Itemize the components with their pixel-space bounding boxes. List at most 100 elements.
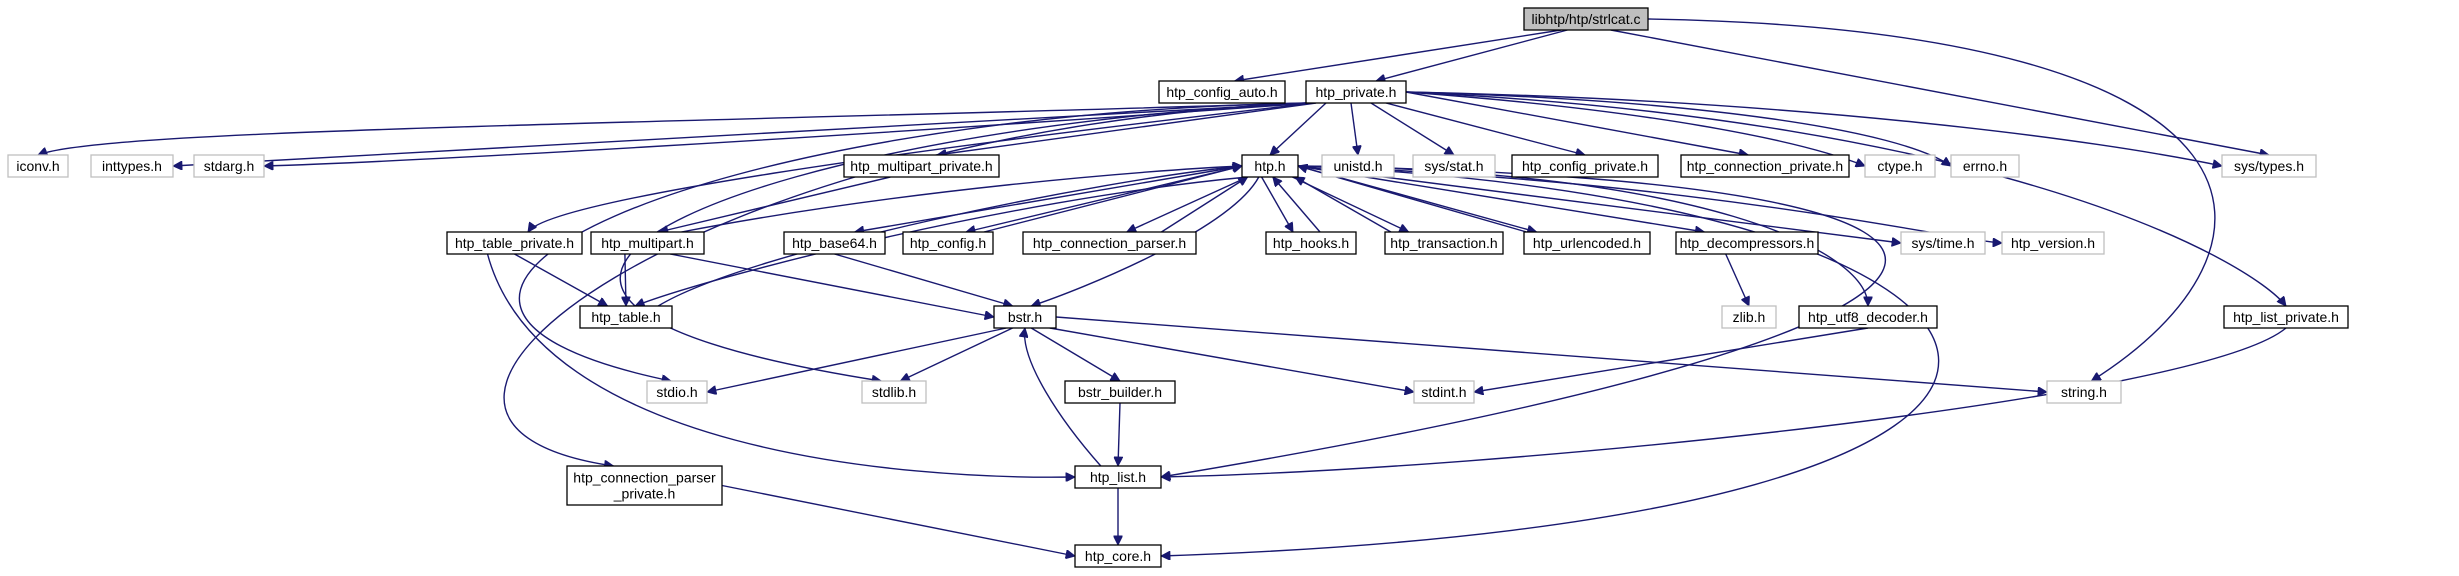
node-label-htp-connection-parser-private-line-1: htp_connection_parser [573,470,716,486]
edge-htp_hooks-to-htp_h [1273,177,1321,233]
node-htp-private[interactable]: htp_private.h [1305,80,1407,104]
node-htp-table[interactable]: htp_table.h [579,305,673,329]
node-htp-utf8-decoder[interactable]: htp_utf8_decoder.h [1798,305,1938,329]
node-label-stdlib: stdlib.h [872,384,916,400]
node-label-ctype: ctype.h [1877,158,1922,174]
node-label-htp-utf8-decoder: htp_utf8_decoder.h [1808,309,1928,325]
node-htp-connection-parser[interactable]: htp_connection_parser.h [1022,231,1197,255]
node-box-stdint [1413,380,1475,404]
node-label-htp-h: htp.h [1254,158,1285,174]
edge-htp_private-to-htp_config_private [1385,102,1585,155]
edge-bstr-to-string [1055,316,2047,392]
edge-htp_private-to-sys_stat [1370,102,1454,156]
node-htp-hooks[interactable]: htp_hooks.h [1265,231,1357,255]
node-htp-config[interactable]: htp_config.h [902,231,994,255]
node-htp-table-private[interactable]: htp_table_private.h [446,231,583,255]
node-box-htp-config-auto [1158,80,1286,104]
node-ctype: ctype.h [1864,154,1936,178]
node-label-htp-config: htp_config.h [910,235,986,251]
node-zlib: zlib.h [1721,305,1777,329]
node-box-htp-version [2001,231,2105,255]
edge-htp_private-to-htp_list_private [1405,91,2286,306]
node-box-htp-table [579,305,673,329]
edge-bstr-to-stdlib [900,327,1013,381]
node-label-sys-types: sys/types.h [2234,158,2304,174]
node-box-sys-types [2221,154,2317,178]
node-box-htp-decompressors [1675,231,1819,255]
node-box-htp-transaction [1384,231,1504,255]
node-htp-urlencoded[interactable]: htp_urlencoded.h [1523,231,1651,255]
node-htp-connection-parser-private[interactable]: htp_connection_parser_private.h [566,465,723,506]
node-box-htp-table-private [446,231,583,255]
edge-htp_h-to-bstr [1031,176,1260,306]
node-label-sys-time: sys/time.h [1911,235,1974,251]
node-label-htp-table-private: htp_table_private.h [455,235,574,251]
node-label-htp-hooks: htp_hooks.h [1273,235,1349,251]
edge-htp_base64-to-bstr [834,253,1013,306]
node-box-string [2046,380,2122,404]
edge-bstr-to-stdio [707,327,1007,392]
node-htp-core[interactable]: htp_core.h [1074,544,1162,568]
edge-htp_private-to-htp_multipart_private [937,102,1317,155]
node-label-sys-stat: sys/stat.h [1424,158,1483,174]
node-box-htp-hooks [1265,231,1357,255]
node-box-sys-stat [1412,154,1496,178]
node-box-bstr-builder [1064,380,1176,404]
node-errno: errno.h [1950,154,2020,178]
edge-htp_private-to-stdarg [264,102,1313,166]
node-label-htp-connection-parser: htp_connection_parser.h [1033,235,1186,251]
edge-htp_connection_parser-to-htp_h [1161,176,1247,233]
edge-htp_multipart-to-htp_table [625,253,626,306]
node-box-htp-multipart [590,231,705,255]
node-htp-config-auto[interactable]: htp_config_auto.h [1158,80,1286,104]
node-htp-decompressors[interactable]: htp_decompressors.h [1675,231,1819,255]
edge-htp_h-to-sys_time [1297,165,1901,243]
edge-htp_h-to-htp_config [966,165,1243,232]
edge-htp_table_private-to-htp_table [514,253,608,307]
node-label-htp-multipart-private: htp_multipart_private.h [850,158,992,174]
edge-htp_private-to-stdio [518,102,1308,381]
node-box-htp-list [1074,465,1162,489]
node-box-htp-config-private [1511,154,1659,178]
node-label-inttypes: inttypes.h [102,158,162,174]
node-htp-version: htp_version.h [2001,231,2105,255]
node-label-htp-urlencoded: htp_urlencoded.h [1533,235,1641,251]
node-box-htp-multipart-private [843,154,1000,178]
edge-root-to-htp_private [1376,29,1568,81]
edge-htp_config-to-htp_h [983,166,1242,233]
edge-htp_private-to-unistd [1350,102,1358,155]
node-sys-time: sys/time.h [1900,231,1986,255]
node-label-htp-config-private: htp_config_private.h [1522,158,1648,174]
edge-htp_private-to-errno [1405,91,1951,166]
node-htp-base64[interactable]: htp_base64.h [783,231,886,255]
node-label-unistd: unistd.h [1333,158,1382,174]
node-stdlib: stdlib.h [861,380,927,404]
node-box-htp-utf8-decoder [1798,305,1938,329]
node-label-htp-core: htp_core.h [1085,548,1151,564]
edge-bstr-to-bstr_builder [1030,327,1120,382]
edge-htp_table-to-htp_h [657,166,1242,307]
node-box-htp-h [1241,154,1299,178]
node-htp-transaction[interactable]: htp_transaction.h [1384,231,1504,255]
node-root[interactable]: libhtp/htp/strlcat.c [1523,7,1649,31]
node-htp-list-private[interactable]: htp_list_private.h [2223,305,2349,329]
node-box-bstr [993,305,1057,329]
node-htp-multipart[interactable]: htp_multipart.h [590,231,705,255]
edge-htp_private-to-htp_connection_parser_private [503,102,1308,466]
node-htp-connection-private[interactable]: htp_connection_private.h [1680,154,1850,178]
node-label-htp-multipart: htp_multipart.h [601,235,694,251]
node-htp-list[interactable]: htp_list.h [1074,465,1162,489]
node-htp-multipart-private[interactable]: htp_multipart_private.h [843,154,1000,178]
node-label-zlib: zlib.h [1733,309,1766,325]
node-unistd: unistd.h [1321,154,1395,178]
node-box-stdio [646,380,708,404]
node-bstr-builder[interactable]: bstr_builder.h [1064,380,1176,404]
node-bstr[interactable]: bstr.h [993,305,1057,329]
node-box-htp-urlencoded [1523,231,1651,255]
node-htp-h[interactable]: htp.h [1241,154,1299,178]
edge-htp_multipart-to-bstr [669,253,994,317]
node-label-htp-private: htp_private.h [1316,84,1397,100]
node-htp-config-private[interactable]: htp_config_private.h [1511,154,1659,178]
edge-bstr_builder-to-htp_list [1118,402,1120,466]
